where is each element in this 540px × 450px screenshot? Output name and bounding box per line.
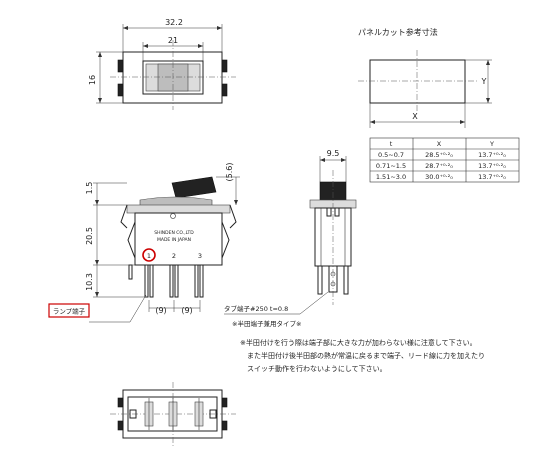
dim-side-top: 1.5	[85, 182, 94, 195]
table-header-x: X	[437, 140, 442, 148]
dim-side-bot: 10.3	[85, 273, 94, 291]
panel-x-label: X	[412, 112, 418, 121]
panel-y-label: Y	[481, 77, 487, 86]
made-in-label: MADE IN JAPAN	[157, 237, 191, 243]
table-cell: 28.7⁺⁰·²₀	[425, 162, 453, 170]
table-header-y: Y	[489, 140, 494, 148]
tab-terminal-label: タブ端子#250 t=0.8	[224, 304, 288, 313]
top-view: 32.2 21 16	[88, 18, 236, 110]
dim-right-width: 9.5	[327, 149, 340, 158]
note-line-2: また半田付け後半田部の熱が常温に戻るまで端子、リード線に力を加えたり	[240, 351, 485, 360]
table-cell: 28.5⁺⁰·²₀	[425, 151, 453, 159]
terminal-2-label: 2	[172, 252, 176, 260]
table-cell: 0.71~1.5	[376, 162, 406, 170]
bottom-view	[110, 382, 236, 446]
table-cell: 30.0⁺⁰·²₀	[425, 173, 453, 181]
dim-pitch-a: (9)	[155, 306, 166, 315]
lamp-terminal-label: ランプ端子	[53, 307, 86, 316]
dim-top-height: 16	[88, 75, 97, 85]
terminal-3-label: 3	[198, 252, 202, 260]
side-view: 9.5	[309, 149, 357, 305]
dim-top-width: 32.2	[165, 18, 183, 27]
brand-label: SHINDEN CO.,LTD	[154, 230, 194, 236]
panel-title: パネルカット参考寸法	[358, 27, 438, 37]
table-cell: 13.7⁺⁰·²₀	[478, 151, 506, 159]
table-cell: 1.51~3.0	[376, 173, 406, 181]
table-cell: 13.7⁺⁰·²₀	[478, 162, 506, 170]
panel-table: t X Y 0.5~0.7 28.5⁺⁰·²₀ 13.7⁺⁰·²₀ 0.71~1…	[369, 137, 520, 183]
note-line-3: スイッチ動作を行わないようにして下さい。	[240, 364, 387, 373]
lamp-terminal-highlight	[142, 248, 156, 262]
dim-lever: (5.6)	[225, 163, 234, 182]
front-view: (5.6) SHINDEN CO.,LTD MADE IN JAPAN 1 2 …	[85, 163, 240, 315]
dim-pitch-b: (9)	[181, 306, 192, 315]
table-cell: 0.5~0.7	[378, 151, 404, 159]
terminal-1-label: 1	[147, 252, 151, 260]
table-header-t: t	[390, 140, 393, 148]
solder-type-label: ※半田端子兼用タイプ※	[232, 319, 301, 328]
panel-cut: パネルカット参考寸法 X Y t X Y 0.5~0.7 28.5⁺⁰·²₀	[358, 27, 520, 183]
note-line-1: ※半田付けを行う際は端子部に大きな力が加わらない様に注意して下さい。	[240, 338, 477, 347]
dim-side-mid: 20.5	[85, 227, 94, 245]
table-cell: 13.7⁺⁰·²₀	[478, 173, 506, 181]
notes: ※半田付けを行う際は端子部に大きな力が加わらない様に注意して下さい。 また半田付…	[240, 338, 485, 373]
lamp-callout: ランプ端子	[48, 294, 147, 323]
